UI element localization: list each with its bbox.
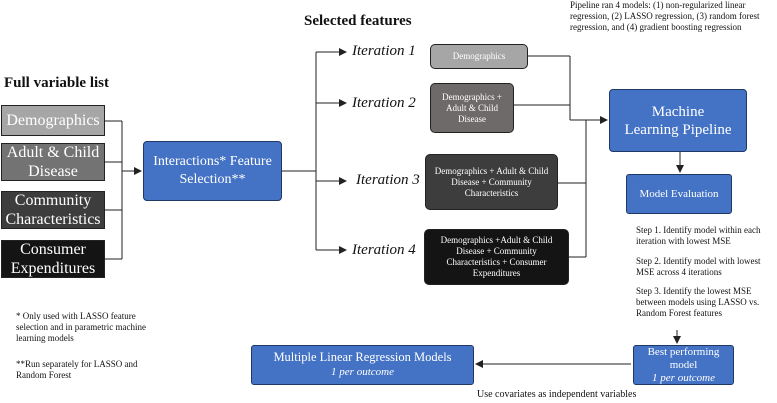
feature-selection-label: Interactions* Feature Selection** xyxy=(153,154,272,187)
variable-label: Adult & Child Disease xyxy=(6,144,100,180)
feature-selection-box: Interactions* Feature Selection** xyxy=(143,141,282,201)
pipeline-models-note: Pipeline ran 4 models: (1) non-regulariz… xyxy=(570,0,760,32)
iteration-4-features: Demographics +Adult & Child Disease + Co… xyxy=(424,229,569,285)
iteration-features-text: Demographics xyxy=(452,51,506,61)
ml-pipeline-label: Machine Learning Pipeline xyxy=(624,103,732,138)
selected-features-heading: Selected features xyxy=(304,13,412,29)
step-1-text: Step 1. Identify model within each itera… xyxy=(636,225,761,246)
variable-consumer-expenditures: Consumer Expenditures xyxy=(1,240,105,278)
best-model-box: Best performing model 1 per outcome xyxy=(633,345,734,385)
full-variable-list-heading: Full variable list xyxy=(4,75,109,91)
model-evaluation-box: Model Evaluation xyxy=(626,174,732,214)
model-evaluation-label: Model Evaluation xyxy=(639,188,719,200)
iteration-1-label: Iteration 1 xyxy=(352,43,416,59)
best-model-title: Best performing model xyxy=(647,345,720,371)
iteration-features-text: Demographics + Adult & Child Disease + C… xyxy=(434,165,549,198)
footnote-interactions: * Only used with LASSO feature selection… xyxy=(16,311,146,343)
variable-demographics: Demographics xyxy=(1,105,105,136)
variable-label: Demographics xyxy=(6,112,100,129)
ml-pipeline-box: Machine Learning Pipeline xyxy=(609,89,747,152)
best-model-sub: 1 per outcome xyxy=(652,371,715,384)
iteration-3-label: Iteration 3 xyxy=(356,172,420,188)
iteration-3-features: Demographics + Adult & Child Disease + C… xyxy=(425,154,558,210)
variable-adult-child-disease: Adult & Child Disease xyxy=(1,143,105,181)
variable-label: Consumer Expenditures xyxy=(10,241,96,277)
iteration-features-text: Demographics + Adult & Child Disease xyxy=(442,91,502,124)
iteration-2-label: Iteration 2 xyxy=(352,95,416,111)
step-3-text: Step 3. Identify the lowest MSE between … xyxy=(636,286,760,318)
iteration-features-text: Demographics +Adult & Child Disease + Co… xyxy=(440,235,553,278)
iteration-1-features: Demographics xyxy=(430,44,528,69)
covariates-note: Use covariates as independent variables xyxy=(477,389,637,400)
mlr-models-title: Multiple Linear Regression Models xyxy=(273,350,452,364)
iteration-2-features: Demographics + Adult & Child Disease xyxy=(430,83,514,133)
mlr-models-sub: 1 per outcome xyxy=(331,366,394,378)
variable-label: Community Characteristics xyxy=(5,192,101,228)
iteration-4-label: Iteration 4 xyxy=(352,242,416,258)
mlr-models-box: Multiple Linear Regression Models 1 per … xyxy=(251,345,474,385)
variable-community-characteristics: Community Characteristics xyxy=(1,191,105,229)
step-2-text: Step 2. Identify model with lowest MSE a… xyxy=(636,256,761,277)
footnote-feature-selection: **Run separately for LASSO and Random Fo… xyxy=(16,359,138,380)
